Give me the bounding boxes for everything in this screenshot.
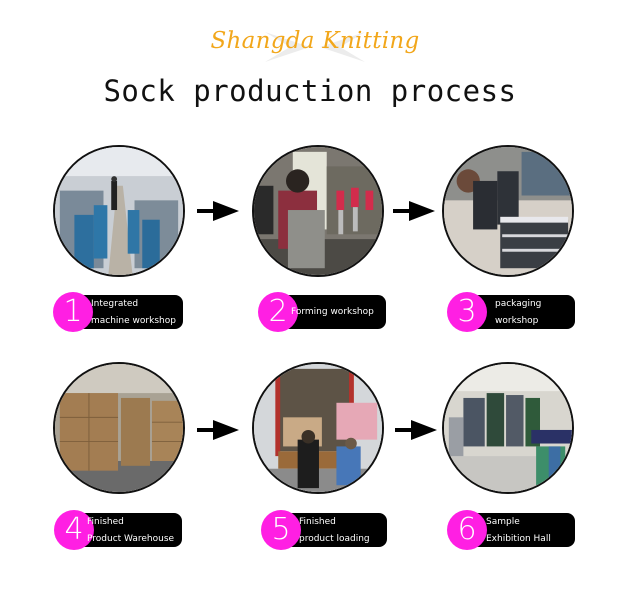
step-number-badge: 5 xyxy=(261,510,301,550)
step-1-label: 1 Integrated machine workshop xyxy=(53,292,183,332)
step-5-photo xyxy=(252,362,384,494)
step-2-photo xyxy=(252,145,384,277)
forming-workshop-photo xyxy=(254,147,382,275)
truck-loading-photo xyxy=(254,364,382,492)
step-subtitle: Exhibition Hall xyxy=(486,533,551,544)
step-subtitle: Product Warehouse xyxy=(87,533,175,544)
step-3-photo xyxy=(442,145,574,277)
knitting-machines-photo xyxy=(55,147,183,275)
arrow-right-icon xyxy=(197,201,239,221)
step-6-label: 6 Sample Exhibition Hall xyxy=(447,510,575,550)
step-4-label: 4 Finished Product Warehouse xyxy=(54,510,182,550)
brand-watermark-icon xyxy=(265,32,365,62)
step-3-label: 3 packaging workshop xyxy=(447,292,575,332)
step-title: Forming workshop xyxy=(291,307,374,317)
step-6-photo xyxy=(442,362,574,494)
step-title: Integrated xyxy=(91,298,139,309)
step-title: Finished xyxy=(299,516,336,527)
step-5-label: 5 Finished product loading xyxy=(261,510,387,550)
step-number-badge: 6 xyxy=(447,510,487,550)
step-number-badge: 1 xyxy=(53,292,93,332)
arrow-right-icon xyxy=(395,420,437,440)
step-number-badge: 4 xyxy=(54,510,94,550)
page-title: Sock production process xyxy=(103,74,517,108)
exhibition-hall-photo xyxy=(444,364,572,492)
arrow-right-icon xyxy=(197,420,239,440)
step-subtitle: workshop xyxy=(495,315,539,326)
step-title: Finished xyxy=(87,516,124,527)
step-1-photo xyxy=(53,145,185,277)
step-number-badge: 2 xyxy=(258,292,298,332)
step-4-photo xyxy=(53,362,185,494)
step-subtitle: machine workshop xyxy=(91,315,176,326)
step-2-label: 2 Forming workshop xyxy=(258,292,386,332)
warehouse-photo xyxy=(55,364,183,492)
step-title: packaging xyxy=(495,298,542,309)
arrow-right-icon xyxy=(393,201,435,221)
brand-logo: Shangda Knitting xyxy=(200,22,430,70)
step-subtitle: product loading xyxy=(299,533,370,544)
brand-name: Shangda Knitting xyxy=(210,28,420,54)
step-title: Sample xyxy=(486,516,520,527)
packaging-photo xyxy=(444,147,572,275)
step-number-badge: 3 xyxy=(447,292,487,332)
